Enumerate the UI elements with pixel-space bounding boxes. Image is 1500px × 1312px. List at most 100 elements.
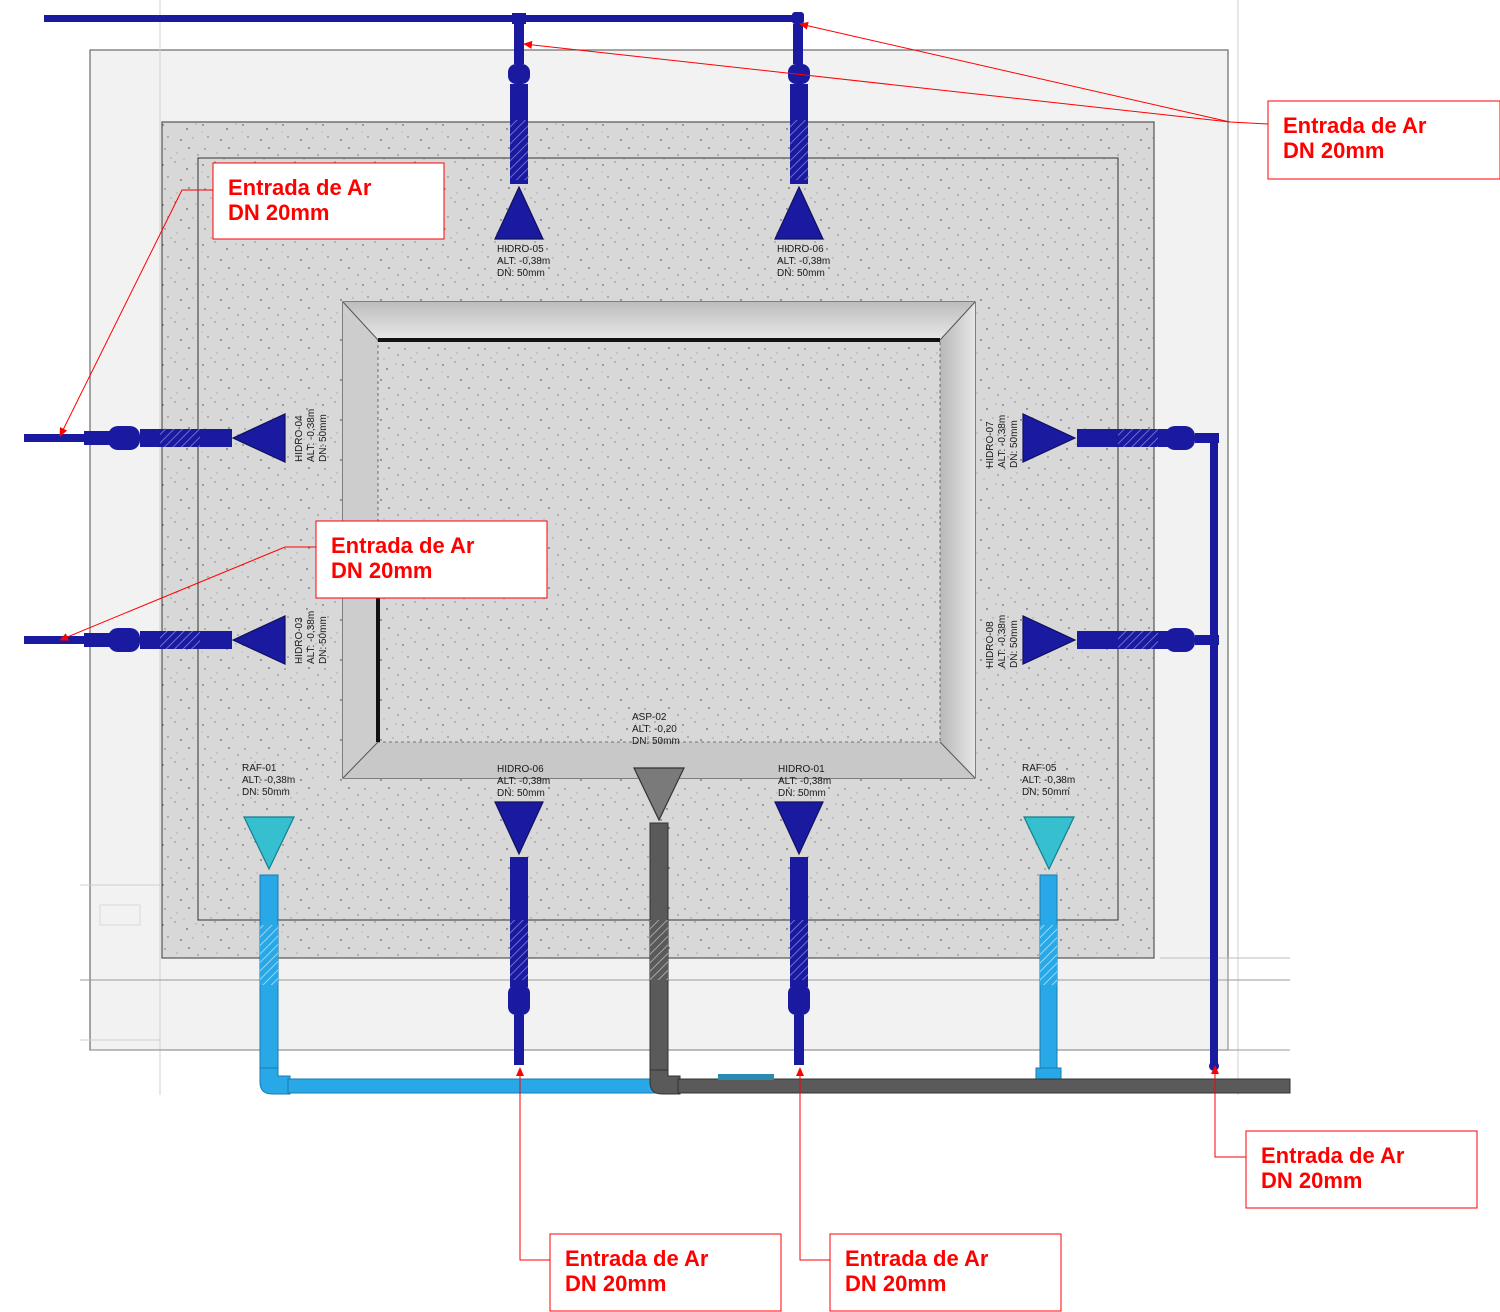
fixture-label: HIDRO-04ALT: -0,38mDN: 50mm xyxy=(294,409,329,462)
fixture-alt: ALT: -0,38m xyxy=(242,775,295,786)
fixture-alt: ALT: -0,38m xyxy=(497,256,550,267)
pipe-raf-01-riser xyxy=(259,874,291,1095)
fixture-dn: DN: 50mm xyxy=(1022,787,1070,798)
pipe-hidro-03-branch xyxy=(24,628,232,652)
fixture-alt: ALT: -0,38m xyxy=(1022,775,1075,786)
callout-box xyxy=(1267,100,1500,180)
fixture-alt: ALT: -0,20 xyxy=(632,724,677,735)
blue-triangle-nozzle-icon xyxy=(774,801,824,856)
pipe-hidro-06-top-riser xyxy=(788,64,810,184)
fixture-dn: DN: 50mm xyxy=(318,616,329,664)
fixture-label: HIDRO-06 xyxy=(497,764,544,775)
callout-leader-line xyxy=(516,1067,550,1261)
fixture-alt: ALT: -0,38m xyxy=(306,409,317,462)
callout-diameter: DN 20mm xyxy=(1261,1168,1362,1193)
callout-diameter: DN 20mm xyxy=(228,200,329,225)
fixture-alt: ALT: -0,38m xyxy=(997,615,1008,668)
right-air-riser-pipe xyxy=(1210,436,1218,1066)
fixture-label: HIDRO-08ALT: -0,38mDN: 50mm xyxy=(985,615,1020,668)
blue-triangle-nozzle-icon xyxy=(494,801,544,856)
callout-diameter: DN 20mm xyxy=(565,1271,666,1296)
blue-triangle-nozzle-icon xyxy=(1022,413,1077,463)
fixture-dn: DN: 50mm xyxy=(497,268,545,279)
fixture-hidro-03: HIDRO-03ALT: -0,38mDN: 50mm xyxy=(231,611,329,665)
top-air-main-pipe xyxy=(44,15,800,22)
callout-box xyxy=(315,520,548,599)
callout-leader-line xyxy=(59,546,316,641)
blue-triangle-nozzle-icon xyxy=(774,185,824,240)
fixture-dn: DN: 50mm xyxy=(318,414,329,462)
fixture-label: HIDRO-01 xyxy=(778,764,825,775)
callout-title: Entrada de Ar xyxy=(331,533,475,558)
grey-triangle-drain-icon xyxy=(633,767,685,822)
fixture-alt: ALT: -0,38m xyxy=(777,256,830,267)
fixture-label: RAF-05 xyxy=(1022,763,1057,774)
fixture-label: HIDRO-06 xyxy=(777,244,824,255)
callout-title: Entrada de Ar xyxy=(228,175,372,200)
callout-title: Entrada de Ar xyxy=(1283,113,1427,138)
piping xyxy=(24,12,1291,1095)
callout-diameter: DN 20mm xyxy=(331,558,432,583)
fixture-label: HIDRO-05 xyxy=(497,244,544,255)
pipe-hidro-05-riser xyxy=(508,64,530,184)
blue-triangle-nozzle-icon xyxy=(231,615,286,665)
fixture-dn: DN: 50mm xyxy=(1009,620,1020,668)
callout-diameter: DN 20mm xyxy=(845,1271,946,1296)
return-main-light-blue-pipe xyxy=(287,1078,659,1094)
fixture-alt: ALT: -0,38m xyxy=(306,611,317,664)
fixture-dn: DN: 50mm xyxy=(777,268,825,279)
callout-title: Entrada de Ar xyxy=(565,1246,709,1271)
cyan-triangle-nozzle-icon xyxy=(243,816,295,871)
fixture-hidro-04: HIDRO-04ALT: -0,38mDN: 50mm xyxy=(231,409,329,463)
fixture-label: HIDRO-04 xyxy=(294,415,305,462)
callout-title: Entrada de Ar xyxy=(845,1246,989,1271)
callout-box xyxy=(549,1233,782,1312)
fixture-dn: DN: 50mm xyxy=(1009,420,1020,468)
callout-leader-line xyxy=(796,1067,830,1261)
fixture-label: RAF-01 xyxy=(242,763,277,774)
fixture-alt: ALT: -0,38m xyxy=(997,415,1008,468)
fixture-dn: DN: 50mm xyxy=(632,736,680,747)
fixture-hidro-08: HIDRO-08ALT: -0,38mDN: 50mm xyxy=(985,615,1077,668)
pipe-asp-02-riser xyxy=(649,822,681,1095)
callout-box xyxy=(1245,1130,1478,1209)
callout-title: Entrada de Ar xyxy=(1261,1143,1405,1168)
fixture-dn: DN: 50mm xyxy=(242,787,290,798)
callout-leader-line xyxy=(1211,1065,1246,1158)
fixture-label: HIDRO-07 xyxy=(985,421,996,468)
callout-box xyxy=(829,1233,1062,1312)
fixture-label: HIDRO-07ALT: -0,38mDN: 50mm xyxy=(985,415,1020,468)
callout-leader-line xyxy=(523,40,1231,123)
fixture-label: ASP-02 xyxy=(632,712,667,723)
pool-basin xyxy=(342,301,976,779)
blue-triangle-nozzle-icon xyxy=(494,185,544,240)
blue-triangle-nozzle-icon xyxy=(1022,615,1077,665)
callout-leader-line xyxy=(59,189,213,437)
fixture-hidro-07: HIDRO-07ALT: -0,38mDN: 50mm xyxy=(985,413,1077,468)
cyan-triangle-nozzle-icon xyxy=(1023,816,1075,871)
fixture-dn: DN: 50mm xyxy=(497,788,545,799)
fixture-alt: ALT: -0,38m xyxy=(778,776,831,787)
pipe-hidro-01-riser xyxy=(788,857,810,1065)
pipe-hidro-08-branch xyxy=(1077,628,1219,652)
pipe-hidro-06-bottom-riser xyxy=(508,857,530,1065)
callout-diameter: DN 20mm xyxy=(1283,138,1384,163)
